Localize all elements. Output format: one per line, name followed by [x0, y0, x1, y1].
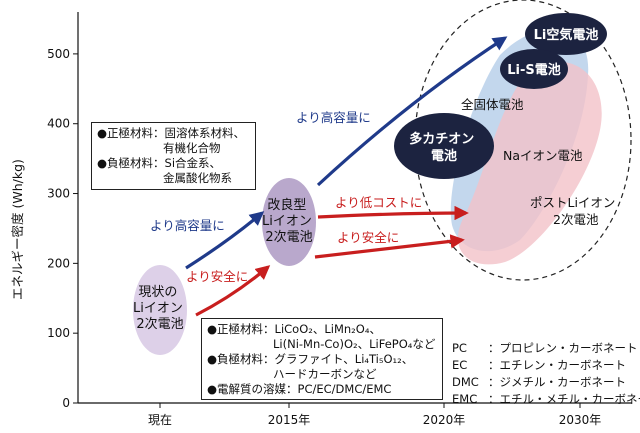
- arrows: [185, 36, 508, 317]
- region-label-post-li-2: 2次電池: [553, 212, 599, 227]
- arrow-capacity-1: [185, 211, 265, 270]
- materials-top-line-2: 有機化合物: [163, 141, 221, 155]
- x-tick-label: 現在: [148, 413, 172, 427]
- node-li-s-label: Li-S電池: [507, 62, 561, 78]
- abbreviation-legend: PC ：プロピレン・カーボネート EC ：エチレン・カーボネート DMC ：ジメチル・…: [452, 340, 640, 408]
- materials-top-line-3: ●負極材料：Si合金系、: [97, 156, 222, 170]
- node-li-air-label: Li空気電池: [534, 27, 599, 43]
- y-tick-label: 200: [47, 256, 70, 270]
- materials-top-line-4: 金属酸化物系: [163, 171, 232, 185]
- arrow-label-safety-1: より安全に: [186, 269, 248, 284]
- region-label-solid-state: 全固体電池: [461, 97, 524, 112]
- y-tick-label: 0: [62, 396, 70, 410]
- legend-abbr: EMC: [452, 392, 478, 406]
- y-axis-label: エネルギー密度 (Wh/kg): [10, 159, 25, 300]
- node-li-s: [500, 49, 568, 89]
- legend-item: DMC ：ジメチル・カーボネート: [452, 374, 640, 391]
- node-multication: [394, 113, 494, 179]
- legend-abbr: PC: [452, 341, 467, 355]
- arrow-capacity-2: [316, 36, 508, 187]
- legend-abbr: EC: [452, 358, 468, 372]
- legend-abbr: DMC: [452, 375, 479, 389]
- arrow-low-cost: [317, 205, 469, 221]
- legend-item: EMC ：エチル・メチル・カーボネート: [452, 391, 640, 408]
- legend-item: PC ：プロピレン・カーボネート: [452, 340, 640, 357]
- node-current: [133, 265, 187, 355]
- node-labels: 現状の Liイオン 2次電池 改良型 Liイオン 2次電池 多カチオン 電池 L…: [133, 27, 598, 332]
- arrow-label-safety-2: より安全に: [337, 230, 399, 245]
- arrow-safety-2: [314, 234, 465, 259]
- materials-box-improved: ●正極材料：固溶体系材料、 有機化合物 ●負極材料：Si合金系、 金属酸化物系: [91, 122, 256, 190]
- materials-top-line-1: ●正極材料：固溶体系材料、: [97, 126, 246, 140]
- y-tick-label: 500: [47, 47, 70, 61]
- materials-bottom-line-3: ●負極材料：グラファイト、Li₄Ti₅O₁₂、: [207, 352, 414, 366]
- legend-text: ：ジメチル・カーボネート: [488, 375, 626, 389]
- legend-text: ：エチレン・カーボネート: [488, 358, 626, 372]
- arrow-label-low-cost: より低コストに: [335, 195, 422, 210]
- region-labels: 全固体電池 Naイオン電池 ポストLiイオン 2次電池: [461, 97, 615, 227]
- technology-regions: [133, 0, 632, 355]
- y-tick-label: 400: [47, 117, 70, 131]
- x-tick-label: 2020年: [423, 413, 466, 427]
- y-tick-label: 300: [47, 187, 70, 201]
- node-li-air: [525, 13, 607, 55]
- materials-bottom-line-5: ●電解質の溶媒：PC/EC/DMC/EMC: [207, 382, 392, 396]
- node-improved-label: 改良型 Liイオン 2次電池: [262, 197, 316, 245]
- node-multication-label: 多カチオン 電池: [409, 131, 479, 164]
- materials-bottom-line-4: ハードカーボンなど: [273, 367, 377, 381]
- node-improved: [262, 178, 316, 266]
- legend-item: EC ：エチレン・カーボネート: [452, 357, 640, 374]
- region-label-post-li-1: ポストLiイオン: [530, 195, 615, 210]
- x-tick-label: 2030年: [559, 413, 602, 427]
- arrow-label-capacity-2: より高容量に: [296, 110, 371, 125]
- node-current-label: 現状の Liイオン 2次電池: [133, 285, 187, 332]
- arrow-labels: より高容量に より高容量に より安全に より低コストに より安全に: [150, 110, 422, 284]
- arrow-safety-1: [195, 265, 271, 317]
- axes: 0 100 200 300 400 500 現在 2015年 2020年 2030年 エネルギー…: [10, 12, 632, 427]
- legend-text: ：エチル・メチル・カーボネート: [488, 392, 640, 406]
- y-tick-label: 100: [47, 326, 70, 340]
- materials-bottom-line-2: Li(Ni-Mn-Co)O₂、LiFePO₄など: [273, 337, 436, 351]
- legend-text: ：プロピレン・カーボネート: [488, 341, 638, 355]
- x-tick-label: 2015年: [268, 413, 311, 427]
- post-li-ion-region: [457, 61, 602, 265]
- materials-box-current: ●正極材料：LiCoO₂、LiMn₂O₄、 Li(Ni-Mn-Co)O₂、LiF…: [201, 318, 443, 400]
- region-label-na-ion: Naイオン電池: [503, 148, 583, 163]
- arrow-label-capacity-1: より高容量に: [150, 218, 225, 233]
- materials-bottom-line-1: ●正極材料：LiCoO₂、LiMn₂O₄、: [207, 322, 381, 336]
